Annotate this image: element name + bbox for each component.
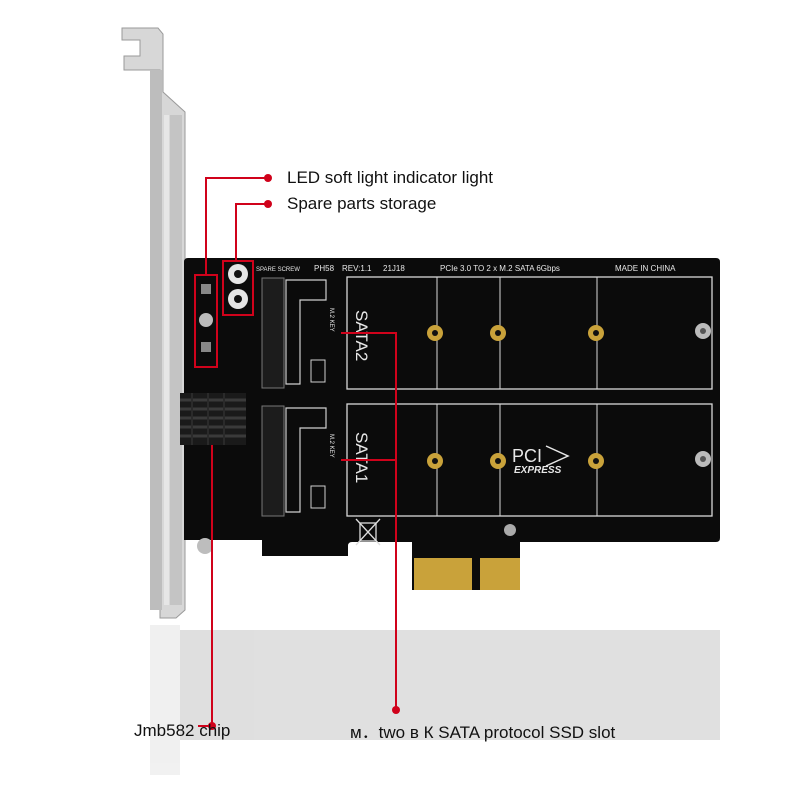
sata2-label: SATA2 (352, 310, 371, 361)
jmb582-heatsink (180, 393, 246, 445)
slot-callout-label: м．two в К SATA protocol SSD slot (350, 723, 616, 742)
spare-callout-line (235, 203, 268, 261)
bracket-screw (197, 538, 213, 554)
key-label-bottom: M.2 KEY (328, 434, 334, 458)
metal-bracket (121, 27, 186, 619)
reflection (150, 625, 720, 775)
led-indicators (194, 274, 218, 368)
led-callout-label: LED soft light indicator light (287, 168, 493, 187)
m2-connector-bottom (261, 405, 285, 517)
weee-bin-icon (355, 518, 381, 546)
pcie-gold-fingers (414, 558, 520, 590)
spec-label: PCIe 3.0 TO 2 x M.2 SATA 6Gbps (440, 264, 560, 273)
express-logo: EXPRESS (514, 465, 562, 476)
pcb-board: SPARE SCREW PH58 REV:1.1 21J18 PCIe 3.0 … (180, 258, 720, 590)
rev-label: REV:1.1 (342, 264, 372, 273)
key-label-top: M.2 KEY (328, 308, 334, 332)
model-label: PH58 (314, 264, 335, 273)
spare-screws (222, 260, 254, 316)
spare-screw-label: SPARE SCREW (256, 267, 300, 273)
chip-callout-label: Jmb582 chip (134, 721, 231, 740)
spare-callout-label: Spare parts storage (287, 194, 437, 213)
m2-connector-top (261, 277, 285, 389)
led-callout-line (205, 177, 268, 275)
mounting-holes (427, 323, 711, 536)
date-label: 21J18 (383, 264, 405, 273)
callout-lines (198, 174, 400, 730)
slot-callout-line (341, 332, 397, 710)
pci-logo: PCI (512, 446, 542, 466)
made-in-label: MADE IN CHINA (615, 264, 676, 273)
sata1-label: SATA1 (352, 432, 371, 483)
